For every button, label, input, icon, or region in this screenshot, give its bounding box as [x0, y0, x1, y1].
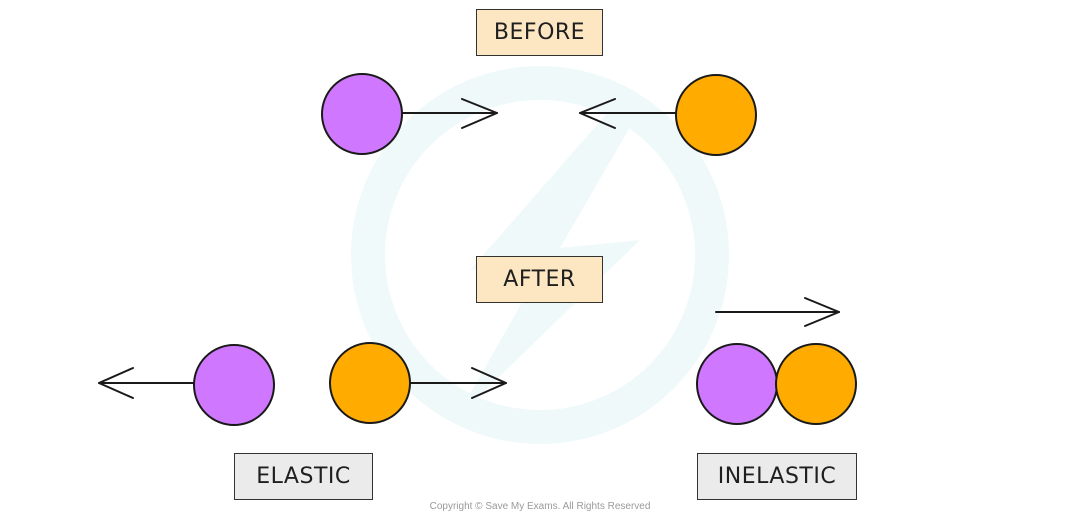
after-label: AFTER	[476, 256, 603, 303]
elastic-orange-ball	[329, 342, 411, 424]
before-purple-velocity-arrow	[401, 98, 498, 129]
watermark-logo-icon	[351, 66, 729, 444]
elastic-purple-velocity-arrow	[98, 367, 195, 399]
before-orange-ball	[675, 74, 757, 156]
before-orange-velocity-arrow	[579, 98, 677, 129]
elastic-orange-velocity-arrow	[409, 367, 507, 399]
inelastic-orange-ball	[775, 343, 857, 425]
inelastic-combined-velocity-arrow	[715, 297, 840, 327]
copyright-notice: Copyright © Save My Exams. All Rights Re…	[429, 501, 651, 512]
elastic-purple-ball	[193, 344, 275, 426]
inelastic-purple-ball	[696, 343, 778, 425]
elastic-label: ELASTIC	[234, 453, 373, 500]
before-purple-ball	[321, 73, 403, 155]
inelastic-label: INELASTIC	[697, 453, 857, 500]
before-label: BEFORE	[476, 9, 603, 56]
